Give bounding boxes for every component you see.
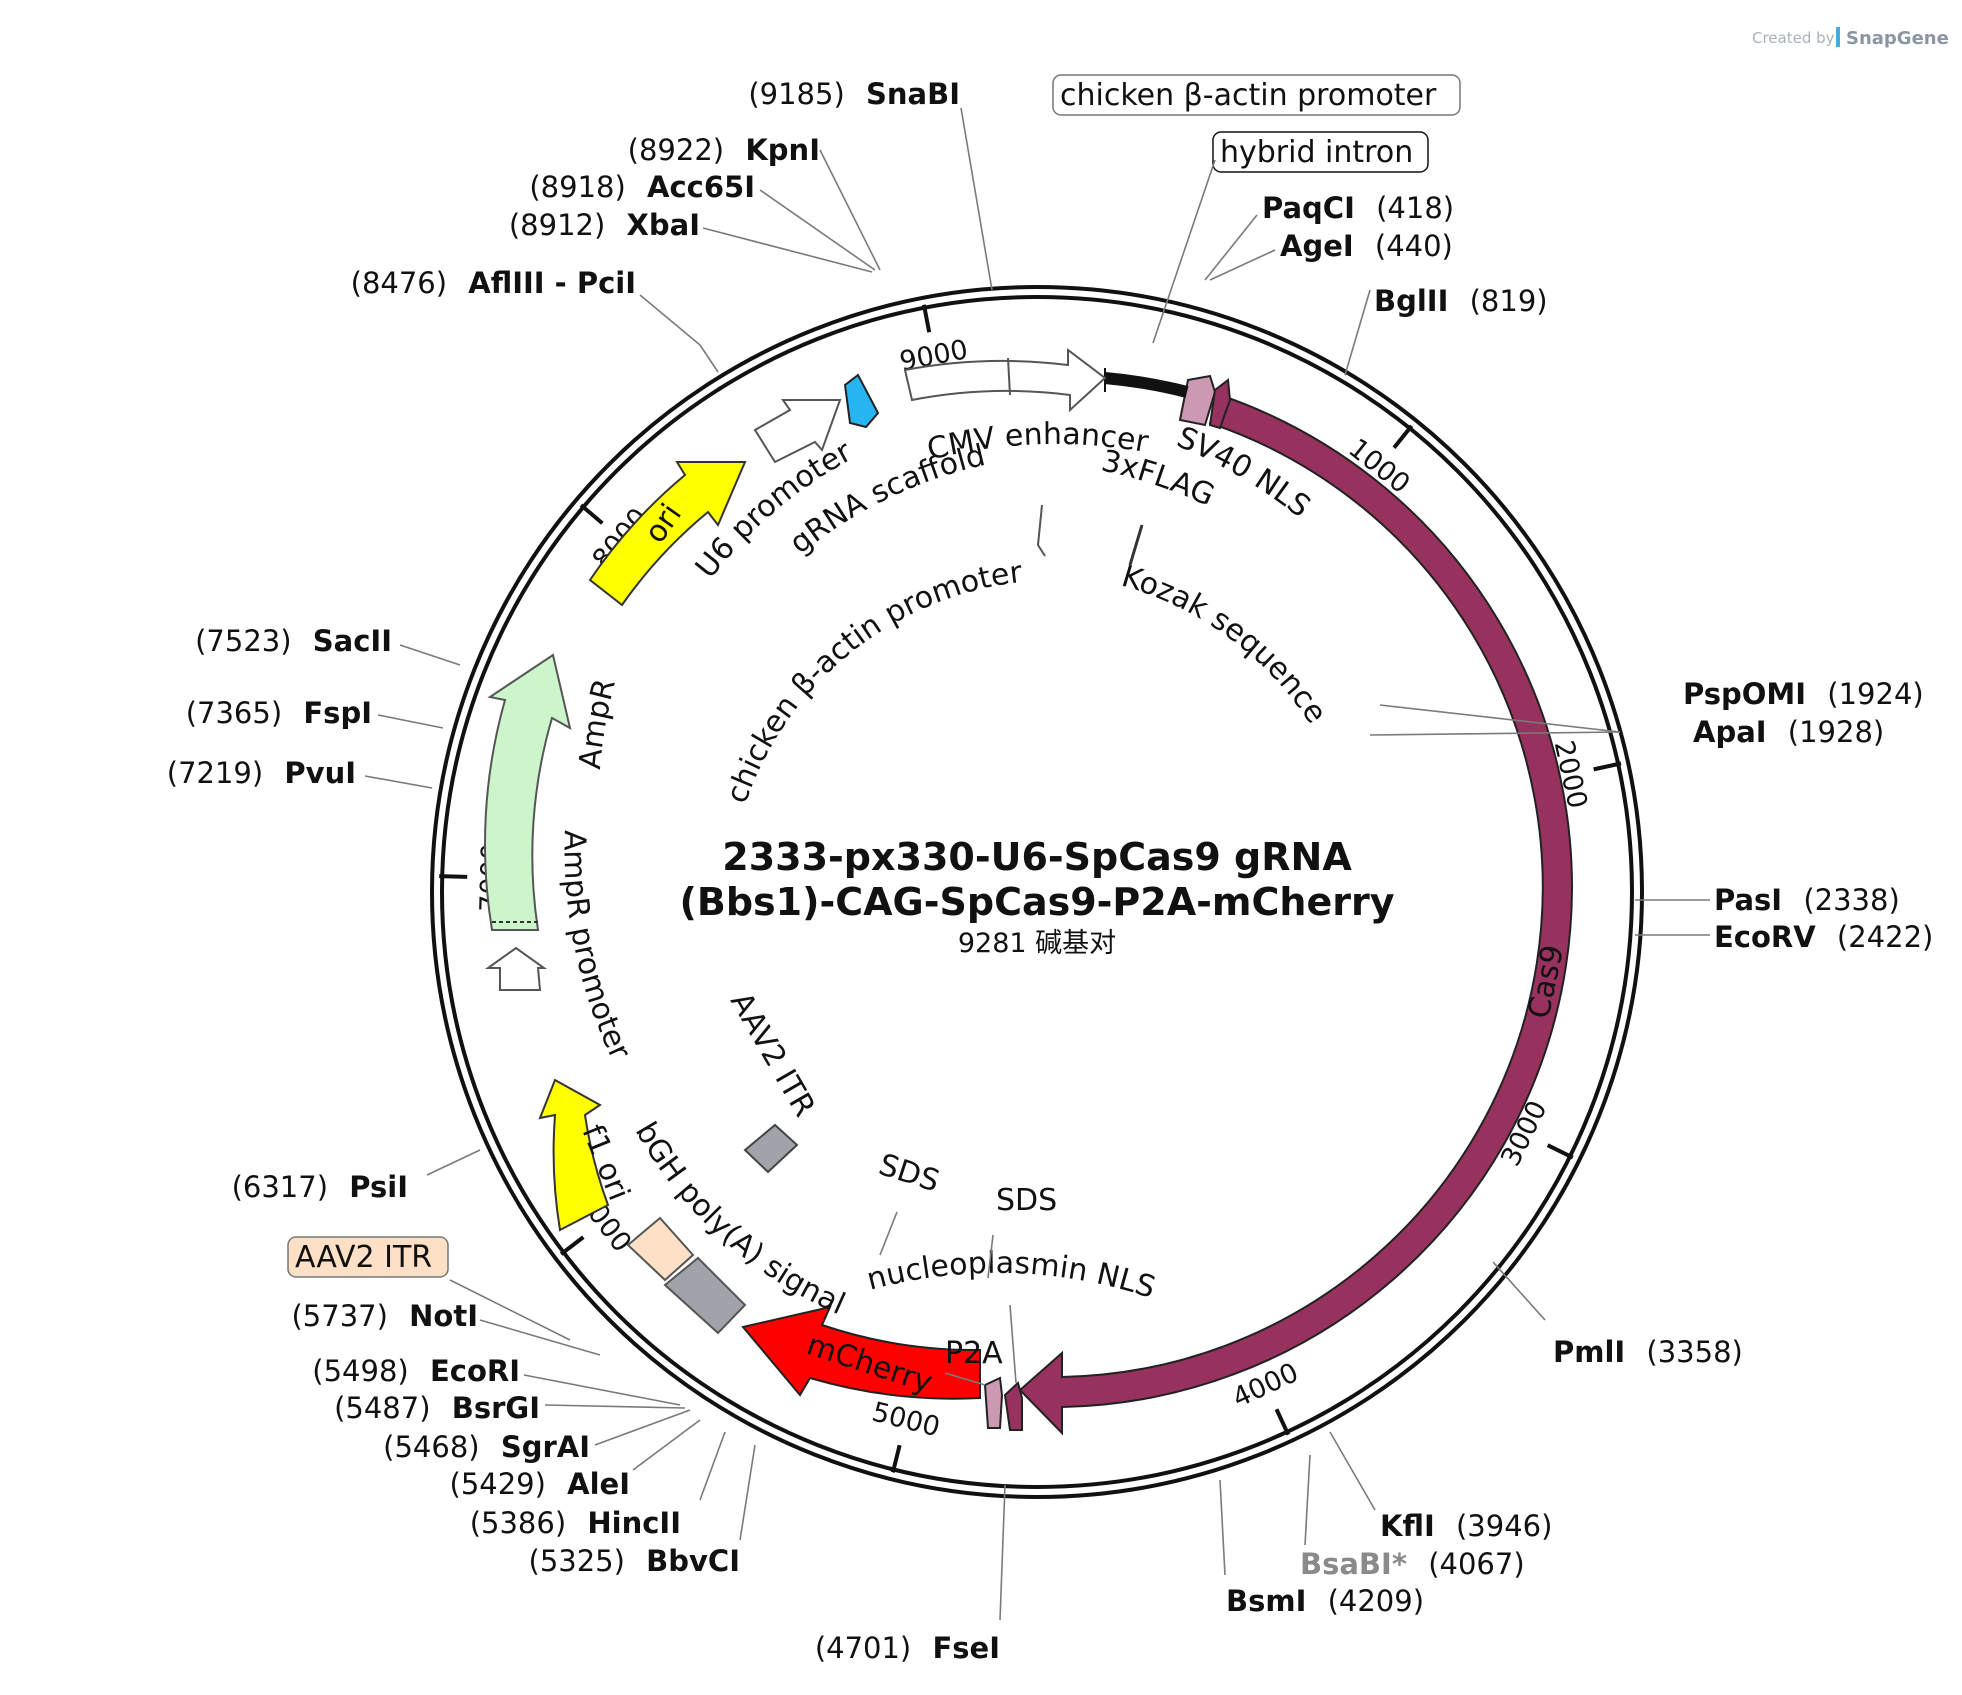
plasmid-title-line2: (Bbs1)-CAG-SpCas9-P2A-mCherry [680,880,1395,924]
site-label: AgeI (440) [1280,229,1453,263]
site-label: (8912) XbaI [509,208,700,242]
ampr-promoter-label: AmpR promoter [556,830,637,1065]
f1-ori-arrow [538,1078,610,1232]
grna-scaffold-block [843,373,880,429]
site-label: BsaBI* (4067) [1300,1547,1525,1581]
tick-mark [1593,761,1622,772]
watermark-prefix: Created by [1752,29,1835,47]
tick-mark [559,1235,585,1256]
aav2-itr-box [287,1236,449,1278]
site-label: (5429) AleI [450,1467,631,1501]
site-label: (5737) NotI [291,1299,478,1333]
p2a-label: P2A [945,1336,1003,1371]
hybrid-intron-box [1212,131,1429,173]
aav2-itr-box-label: AAV2 ITR [295,1240,432,1275]
aav2-itr-inner-label: AAV2 ITR [723,987,822,1123]
site-label: (8918) Acc65I [529,170,755,204]
aav2-itr-inner-block [743,1123,799,1174]
ampr-promoter-arrow [484,946,548,991]
cba-promoter-box-label: chicken β-actin promoter [1060,78,1437,113]
site-label: (5325) BbvCI [529,1544,741,1578]
sds-label-1: SDS [875,1147,944,1199]
mcherry-arrow [741,1305,981,1400]
hybrid-intron-box-label: hybrid intron [1220,135,1413,170]
aav2-itr-left-block [626,1216,695,1282]
site-label: PspOMI (1924) [1683,677,1924,711]
site-label: (5498) EcoRI [312,1354,520,1388]
flag-block [1178,374,1217,427]
inner-leaders [879,159,1216,1386]
restriction-sites: (9185) SnaBI (8922) KpnI (8918) Acc65I (… [167,77,1934,1665]
site-label: (9185) SnaBI [748,77,960,111]
tick-mark [890,1444,902,1473]
site-label: (8476) AflIII - PciI [351,266,636,300]
cmv-enhancer-arrow [903,347,1107,413]
ori-arrow [588,461,747,607]
cba-promoter-box [1052,74,1461,116]
site-label: EcoRV (2422) [1714,920,1933,954]
nucleoplasmin-nls-block [1003,1381,1023,1431]
bgh-polya-block [663,1256,747,1335]
site-label: (7523) SacII [195,624,392,658]
site-label: PasI (2338) [1714,883,1900,917]
site-label: KflI (3946) [1380,1509,1552,1543]
site-label: (5386) HincII [470,1506,681,1540]
tick-mark [1274,1408,1291,1436]
tick-label: 5000 [869,1397,943,1444]
site-label: (7219) PvuI [167,756,356,790]
site-label: ApaI (1928) [1693,715,1884,749]
cba-promoter-bar [1104,372,1189,398]
site-label: (7365) FspI [186,696,372,730]
site-label: BglII (819) [1374,284,1548,318]
nucleoplasmin-nls-label: nucleoplasmin NLS [863,1246,1159,1306]
sds-label-2: SDS [996,1183,1057,1218]
tick-mark [1546,1143,1574,1160]
u6-promoter-arrow [753,399,842,464]
kozak-label: Kozak sequence [1118,559,1334,730]
snapgene-logo-icon [1836,27,1840,47]
tick-mark [579,503,604,525]
cba-inner-label: chicken β-actin promoter [720,555,1025,808]
center-title: 2333-px330-U6-SpCas9 gRNA (Bbs1)-CAG-SpC… [680,835,1395,959]
leader-lines [364,107,1710,1621]
ampr-label: AmpR [573,675,623,771]
site-label: (4701) FseI [815,1631,1000,1665]
sv40-nls-block [1208,378,1232,430]
cas9-label: Cas9 [1522,942,1572,1022]
feature-shapes [484,347,1573,1436]
site-label: BsmI (4209) [1226,1584,1424,1618]
tick-mark [921,304,932,333]
site-label: (5468) SgrAI [383,1430,590,1464]
p2a-block [983,1376,1004,1429]
site-label: (8922) KpnI [628,133,820,167]
plasmid-title-line1: 2333-px330-U6-SpCas9 gRNA [722,835,1352,879]
site-label: PaqCI (418) [1262,191,1454,225]
backbone-outer-ring [430,285,1644,1499]
site-label: (5487) BsrGI [334,1391,540,1425]
plasmid-size: 9281 碱基对 [958,928,1116,959]
site-label: PmlI (3358) [1553,1335,1743,1369]
boxed-labels: chicken β-actin promoter hybrid intron A… [287,74,1461,1278]
backbone-inner-ring [440,295,1634,1489]
site-label: (6317) PsiI [232,1170,408,1204]
ampr-arrow [484,653,572,931]
tick-mark [1392,424,1414,449]
watermark-brand: SnapGene [1846,28,1949,49]
tick-mark [439,874,468,879]
